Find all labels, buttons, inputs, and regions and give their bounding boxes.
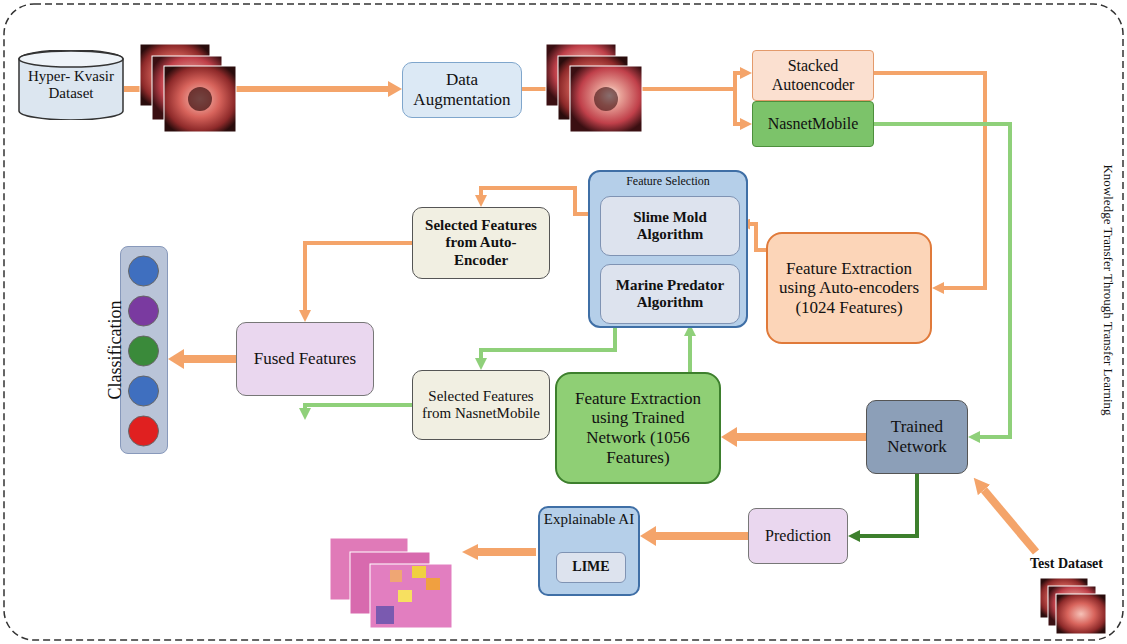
node-text: NasnetMobile bbox=[768, 115, 859, 133]
class-circles bbox=[121, 247, 166, 452]
method-box: LIME bbox=[556, 552, 626, 583]
network-box: Trained Network bbox=[866, 400, 968, 474]
extraction-box: Feature Extraction using Auto-encoders (… bbox=[766, 232, 932, 344]
node-text: Marine Predator Algorithm bbox=[607, 277, 733, 312]
side-note: Knowledge Transfer Through Transfer Lear… bbox=[1100, 125, 1116, 455]
node-text: Classification bbox=[105, 270, 126, 430]
text-wrap: Data Augmentation bbox=[409, 70, 515, 109]
flow-arrow bbox=[737, 433, 866, 441]
flow-arrow bbox=[184, 355, 236, 363]
prediction-box: Prediction bbox=[748, 508, 848, 564]
node-text: Fused Features bbox=[254, 349, 356, 369]
text-wrap: Slime Mold Algorithm bbox=[607, 209, 733, 244]
node-text: Trained Network bbox=[873, 417, 961, 456]
lime-output-images bbox=[330, 538, 452, 628]
flow-arrow bbox=[305, 243, 412, 310]
group-box: Feature SelectionSlime Mold AlgorithmMar… bbox=[588, 170, 748, 328]
text-wrap: NasnetMobile bbox=[768, 115, 859, 133]
flow-arrow bbox=[305, 405, 412, 408]
test-input-arrow bbox=[984, 490, 1036, 552]
test-images bbox=[1040, 578, 1106, 634]
text-wrap: Stacked Autoencoder bbox=[759, 57, 867, 94]
flow-arrow bbox=[860, 474, 917, 536]
text-wrap: Selected Features from Auto-Encoder bbox=[419, 217, 543, 269]
node-text: Selected Features from Auto-Encoder bbox=[419, 217, 543, 269]
text-wrap: Feature Extraction using Trained Network… bbox=[563, 389, 713, 467]
text-wrap: Marine Predator Algorithm bbox=[607, 277, 733, 312]
endoscopy-images bbox=[140, 44, 236, 132]
model-box: NasnetMobile bbox=[752, 101, 874, 147]
extraction-box: Feature Extraction using Trained Network… bbox=[555, 372, 721, 484]
node-text: Explainable AI bbox=[540, 511, 638, 528]
input-label: Test Dataset bbox=[1030, 556, 1120, 572]
text-wrap: Hyper- Kvasir Dataset bbox=[24, 68, 118, 103]
text-wrap: Classification bbox=[105, 270, 126, 430]
node-text: Data Augmentation bbox=[409, 70, 515, 109]
feature-box: Selected Features from Auto-Encoder bbox=[412, 207, 550, 279]
model-box: Stacked Autoencoder bbox=[752, 50, 874, 101]
text-wrap: Feature Extraction using Auto-encoders (… bbox=[774, 259, 924, 318]
flow-arrow bbox=[750, 224, 766, 250]
process-box: Data Augmentation bbox=[402, 62, 522, 118]
node-text: Feature Extraction using Trained Network… bbox=[563, 389, 713, 467]
flow-arrow bbox=[656, 532, 748, 540]
augmented-images bbox=[546, 44, 642, 132]
node-text: Selected Features from NasnetMobile bbox=[419, 388, 543, 423]
node-text: Hyper- Kvasir Dataset bbox=[24, 68, 118, 103]
text-wrap: LIME bbox=[572, 559, 609, 575]
flow-arrow bbox=[688, 336, 692, 372]
text-wrap: Selected Features from NasnetMobile bbox=[419, 388, 543, 423]
text-wrap: Trained Network bbox=[873, 417, 961, 456]
text-wrap: Feature Selection bbox=[590, 175, 746, 189]
node-text: LIME bbox=[572, 559, 609, 575]
node-text: Slime Mold Algorithm bbox=[607, 209, 733, 244]
text-wrap: Prediction bbox=[765, 527, 831, 545]
text-wrap: Fused Features bbox=[254, 349, 356, 369]
node-text: Stacked Autoencoder bbox=[759, 57, 867, 94]
dataset-cylinder: Hyper- Kvasir Dataset bbox=[18, 50, 124, 120]
xai-box: Explainable AI LIME bbox=[538, 506, 640, 596]
dashed-frame bbox=[4, 4, 1123, 640]
node-text: Feature Extraction using Auto-encoders (… bbox=[774, 259, 924, 318]
flow-arrow bbox=[481, 324, 615, 358]
algorithm-box: Marine Predator Algorithm bbox=[600, 264, 740, 324]
algorithm-box: Slime Mold Algorithm bbox=[600, 196, 740, 256]
node-text: Feature Selection bbox=[590, 175, 746, 189]
text-wrap: Explainable AI bbox=[540, 511, 638, 528]
feature-box: Selected Features from NasnetMobile bbox=[412, 370, 550, 440]
output-arrow bbox=[478, 548, 536, 556]
classification-column: Classification bbox=[120, 246, 168, 454]
fusion-box: Fused Features bbox=[236, 322, 374, 396]
node-text: Prediction bbox=[765, 527, 831, 545]
